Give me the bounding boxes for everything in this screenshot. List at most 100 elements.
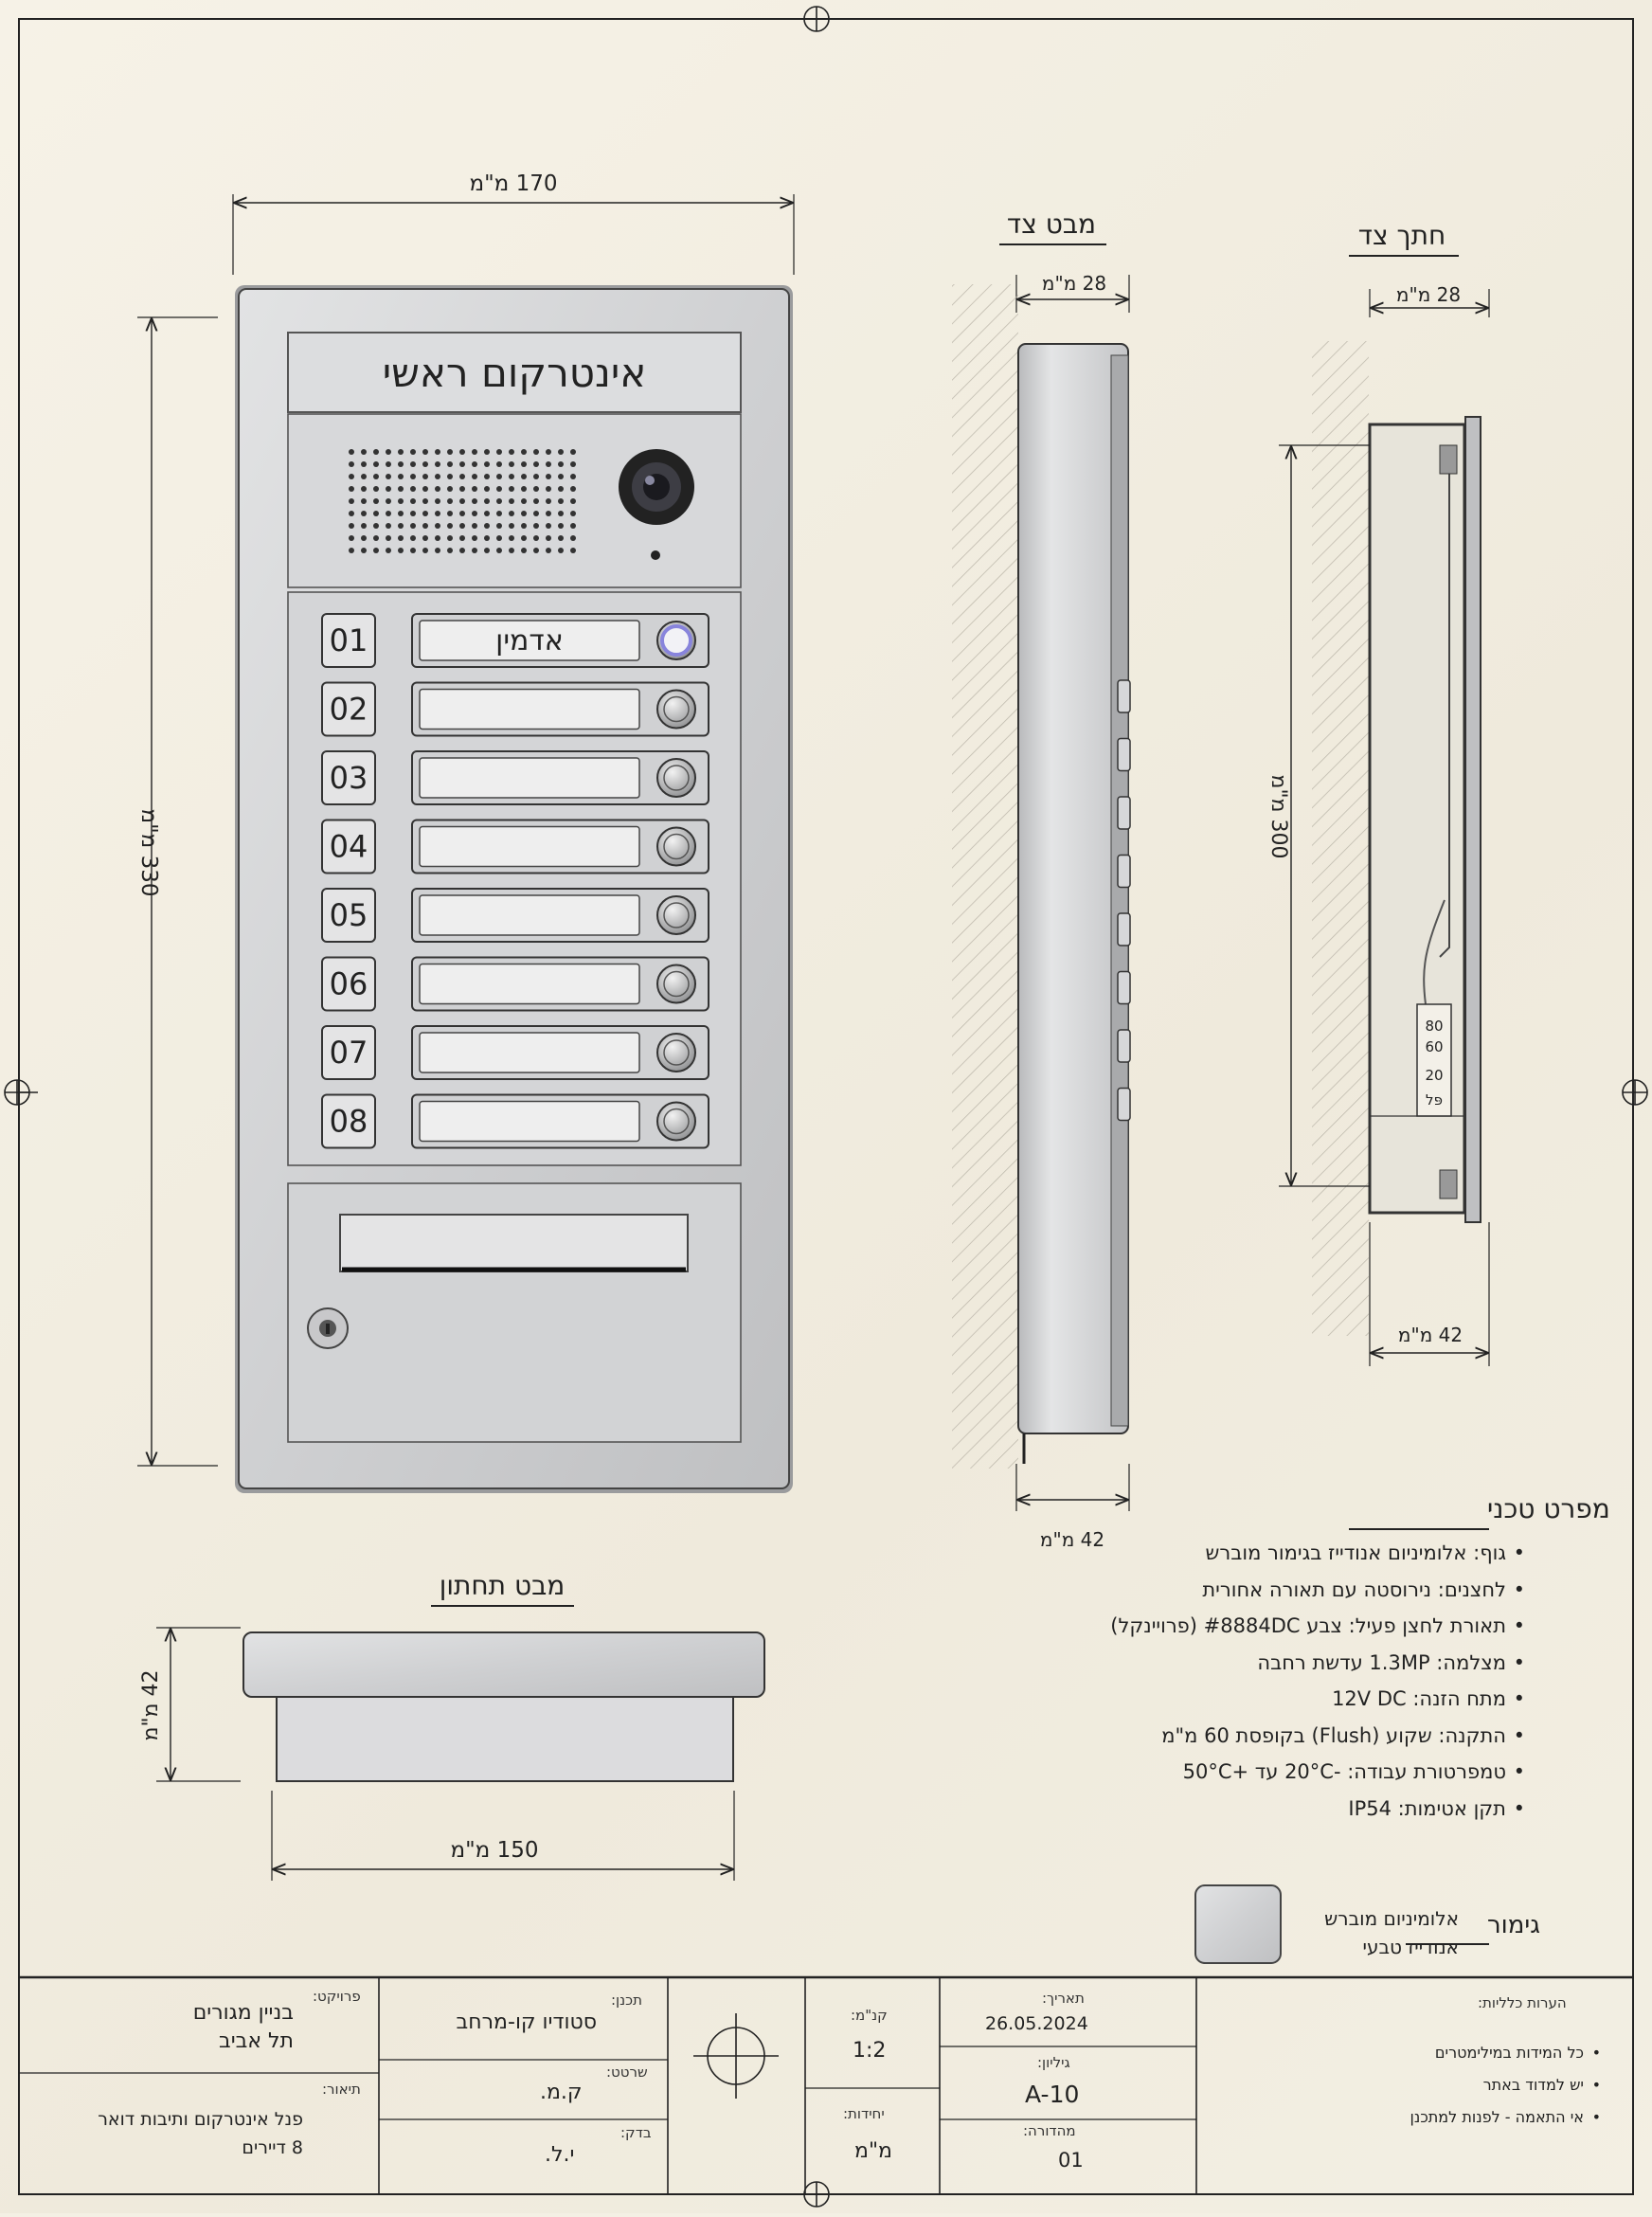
side-button-profile [1117,679,1131,713]
section-title: חתך צד [1358,220,1446,251]
unit-number-plate [321,1093,376,1149]
unit-number: 08 [330,1104,368,1140]
section-top-dim: 28 מ"מ [1396,283,1461,306]
name-label-slot [419,963,640,1005]
name-label-slot [419,1100,640,1143]
date-label: תאריך: [1042,1990,1085,2007]
spec-item: גוף: אלומיניום אנודייז בגימור מוברש [995,1535,1525,1572]
section-bottom-dim: 42 מ"מ [1398,1324,1463,1346]
title-plate [287,332,742,413]
side-button-profile [1117,1029,1131,1063]
side-view-title: מבט צד [1007,208,1096,240]
drawn-label: שרטט: [606,2064,648,2081]
box-mark-3: 20 [1425,1067,1443,1084]
checked-value: י.ל. [545,2143,575,2167]
name-label-slot [419,825,640,868]
call-button-08[interactable] [656,1101,696,1142]
box-mark-2: 60 [1425,1038,1443,1055]
finish-title: גימור [1487,1911,1540,1939]
unit-number-plate [321,819,376,874]
unit-number: 01 [330,622,368,658]
unit-number-plate [321,1025,376,1080]
unit-number-plate [321,681,376,737]
designer-value: סטודיו קו-מרחב [456,2010,597,2034]
unit-number: 03 [330,760,368,796]
name-label-slot [419,1032,640,1073]
project-value: בניין מגורים תל אביב [133,1999,294,2056]
call-button-05[interactable] [656,895,696,935]
name-label-slot [419,757,640,799]
button-row-02: 02 [321,681,709,737]
bottom-box [276,1696,734,1782]
sheet-value: A-10 [1025,2081,1080,2108]
spec-item: לחצנים: נירוסטה עם תאורה אחורית [995,1572,1525,1609]
side-top-dim: 28 מ"מ [1042,272,1106,295]
button-row-05: 05 [321,888,709,943]
unit-number: 06 [330,966,368,1002]
button-row-08: 08 [321,1093,709,1149]
general-notes: כל המידות במילימטרים יש למדוד באתר אי הת… [1364,2037,1601,2134]
unit-number-plate [321,613,376,668]
button-row-03: 03 [321,750,709,805]
spec-list: גוף: אלומיניום אנודייז בגימור מוברש לחצנ… [995,1535,1525,1827]
bottom-face [242,1631,765,1698]
desc-label: תיאור: [322,2081,361,2098]
spec-item: מתח הזנה: 12V DC [995,1681,1525,1718]
button-row-01: 01 אדמין [321,613,709,668]
finish-line: אנודייז טבעי [1362,1936,1460,1958]
side-button-profile [1117,912,1131,946]
box-mark-1: 80 [1425,1018,1443,1035]
note-item: כל המידות במילימטרים [1364,2037,1601,2069]
unit-number: 02 [330,692,368,728]
side-button-profile [1117,796,1131,830]
call-button-04[interactable] [656,826,696,867]
drawn-value: ק.מ. [540,2081,583,2104]
project-line: בניין מגורים [192,2001,294,2025]
button-row-06: 06 [321,956,709,1012]
spec-item: תקן אטימות: IP54 [995,1791,1525,1828]
date-value: 26.05.2024 [985,2013,1088,2034]
name-label: אדמין [495,624,564,658]
finish-swatch [1194,1884,1282,1964]
scale-value: 1:2 [853,2039,887,2063]
call-button-06[interactable] [656,964,696,1004]
checked-label: בדק: [620,2124,652,2141]
panel-title: אינטרקום ראשי [383,350,647,396]
bottom-height-dim: 42 מ"מ [139,1670,163,1741]
mail-slot [339,1214,689,1272]
units-label: יחידות: [843,2105,885,2122]
project-line: תל אביב [218,2029,294,2053]
bottom-width-dim: 150 מ"מ [450,1838,538,1863]
active-ring-icon [660,624,692,657]
finish-line: אלומיניום מוברש [1324,1907,1459,1930]
note-item: יש למדוד באתר [1364,2069,1601,2101]
note-item: אי התאמה - לפנות למתכנן [1364,2101,1601,2134]
lock-icon [307,1307,349,1349]
call-button-03[interactable] [656,758,696,798]
section-height-dim: 300 מ"מ [1266,775,1290,859]
call-button-01[interactable] [656,621,696,660]
button-row-07: 07 [321,1025,709,1080]
side-button-profiles [1117,679,1131,1122]
designer-label: תכנן: [611,1992,642,2009]
project-label: פרויקט: [313,1988,361,2005]
section-front-plate [1464,416,1481,1223]
sheet-label: גיליון: [1037,2054,1070,2071]
call-button-02[interactable] [656,689,696,730]
unit-number-plate [321,750,376,805]
title-block [19,1975,1633,2194]
call-button-07[interactable] [656,1033,696,1072]
unit-number: 05 [330,897,368,933]
speaker-grille [347,447,581,553]
scale-label: קנ"מ: [851,2007,888,2024]
unit-number-plate [321,888,376,943]
name-label-slot [419,620,640,661]
side-button-profile [1117,1087,1131,1122]
unit-number: 07 [330,1035,368,1071]
button-row-04: 04 [321,819,709,874]
rev-label: מהדורה: [1023,2122,1076,2139]
front-width-dim: 170 מ"מ [469,171,557,196]
name-label-slot [419,894,640,936]
